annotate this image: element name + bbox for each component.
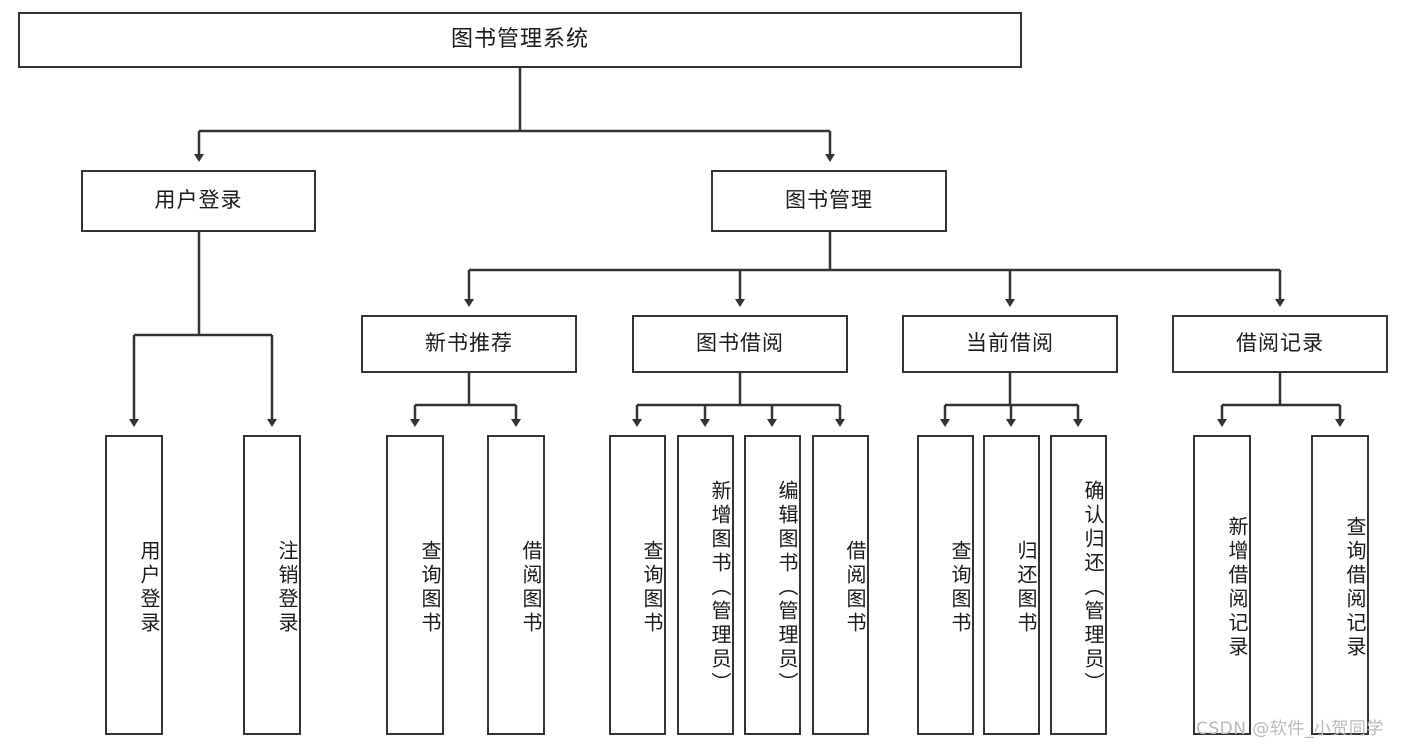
leaf-label: 注销登录 bbox=[275, 540, 299, 636]
leaf-borrow-book[interactable]: 借阅图书 bbox=[812, 435, 869, 735]
node-borrow-record[interactable]: 借阅记录 bbox=[1172, 315, 1388, 373]
leaf-user-login[interactable]: 用户登录 bbox=[105, 435, 163, 735]
node-new-book-recommend[interactable]: 新书推荐 bbox=[361, 315, 577, 373]
node-book-management[interactable]: 图书管理 bbox=[711, 170, 947, 232]
leaf-label: 归还图书 bbox=[1014, 540, 1038, 636]
leaf-label: 用户登录 bbox=[137, 540, 161, 636]
leaf-return-book[interactable]: 归还图书 bbox=[983, 435, 1040, 735]
leaf-query-borrow-record[interactable]: 查询借阅记录 bbox=[1311, 435, 1369, 735]
leaf-confirm-return-admin[interactable]: 确认归还（管理员） bbox=[1050, 435, 1107, 735]
leaf-add-book-admin[interactable]: 新增图书（管理员） bbox=[677, 435, 734, 735]
node-book-borrow[interactable]: 图书借阅 bbox=[632, 315, 848, 373]
leaf-label: 确认归还（管理员） bbox=[1081, 480, 1105, 696]
node-current-borrow[interactable]: 当前借阅 bbox=[902, 315, 1118, 373]
leaf-label: 新增图书（管理员） bbox=[708, 480, 732, 696]
leaf-edit-book-admin[interactable]: 编辑图书（管理员） bbox=[744, 435, 801, 735]
node-root-system[interactable]: 图书管理系统 bbox=[18, 12, 1022, 68]
node-user-login[interactable]: 用户登录 bbox=[81, 170, 316, 232]
leaf-logout[interactable]: 注销登录 bbox=[243, 435, 301, 735]
leaf-borrow-book-newbook[interactable]: 借阅图书 bbox=[487, 435, 545, 735]
leaf-label: 新增借阅记录 bbox=[1225, 516, 1249, 660]
leaf-add-borrow-record[interactable]: 新增借阅记录 bbox=[1193, 435, 1251, 735]
leaf-label: 编辑图书（管理员） bbox=[775, 480, 799, 696]
csdn-watermark: CSDN @软件_小贺同学 bbox=[1196, 719, 1384, 739]
leaf-label: 借阅图书 bbox=[843, 540, 867, 636]
leaf-label: 查询借阅记录 bbox=[1343, 516, 1367, 660]
leaf-query-book-borrow[interactable]: 查询图书 bbox=[609, 435, 666, 735]
leaf-label: 借阅图书 bbox=[519, 540, 543, 636]
leaf-label: 查询图书 bbox=[640, 540, 664, 636]
leaf-label: 查询图书 bbox=[948, 540, 972, 636]
leaf-query-book-current[interactable]: 查询图书 bbox=[917, 435, 974, 735]
leaf-label: 查询图书 bbox=[418, 540, 442, 636]
leaf-query-book-newbook[interactable]: 查询图书 bbox=[386, 435, 444, 735]
